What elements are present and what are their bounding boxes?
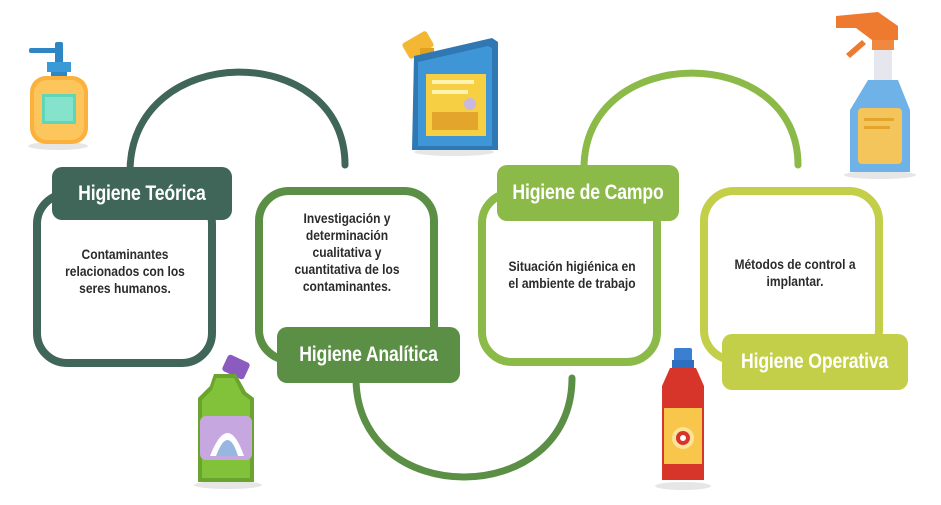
connector-arc-2	[352, 374, 576, 481]
cleaner-bottle-icon	[655, 348, 711, 490]
stage-description-analitica: Investigación y determinación cualitativ…	[294, 210, 400, 294]
connector-arc-1	[126, 68, 349, 176]
stage-label-campo: Higiene de Campo	[497, 165, 679, 221]
spray-bottle-icon	[836, 12, 916, 179]
stage-description-operativa: Métodos de control a implantar.	[734, 256, 856, 289]
stage-title-operativa: Higiene Operativa	[741, 350, 889, 373]
stage-title-campo: Higiene de Campo	[512, 181, 664, 204]
stage-description-campo: Situación higiénica en el ambiente de tr…	[508, 258, 636, 291]
stage-label-teorica: Higiene Teórica	[52, 167, 232, 220]
stage-label-operativa: Higiene Operativa	[722, 334, 908, 390]
stage-label-analitica: Higiene Analítica	[277, 327, 460, 383]
stage-title-analitica: Higiene Analítica	[299, 343, 438, 366]
stage-title-teorica: Higiene Teórica	[78, 181, 206, 205]
soap-dispenser-icon	[28, 42, 88, 150]
stage-description-teorica: Contaminantes relacionados con los seres…	[65, 246, 185, 296]
detergent-jug-icon	[402, 31, 498, 156]
connector-arc-3	[580, 69, 802, 172]
bleach-bottle-icon	[194, 354, 262, 489]
